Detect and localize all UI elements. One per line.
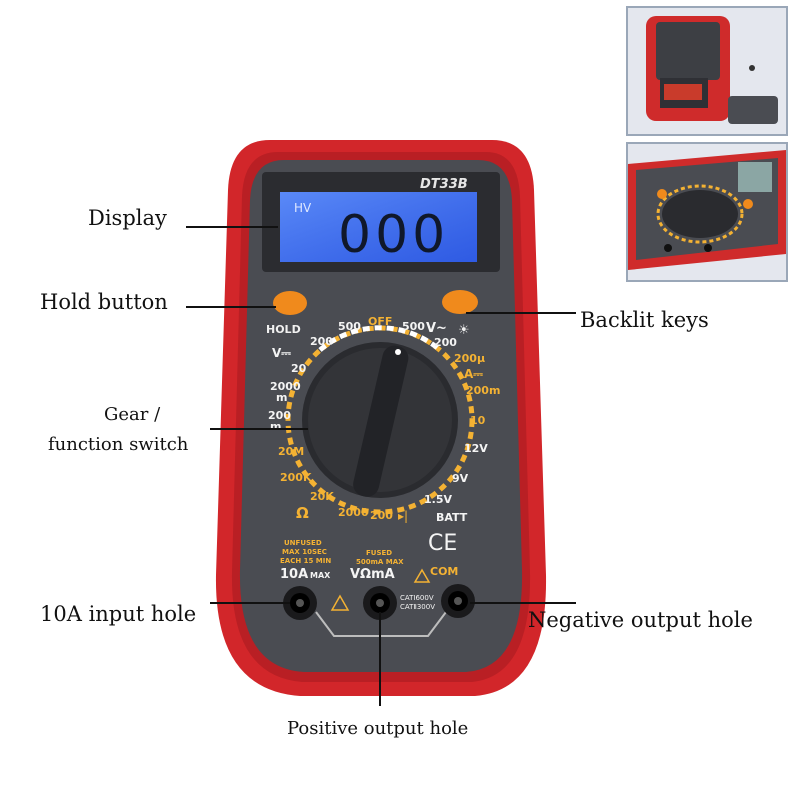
dial-a-200u: 200μ [454,352,485,365]
dial-200m: 200 [268,409,291,422]
jack-10a[interactable] [283,586,317,620]
unfused-line-2: MAX 10SEC [282,548,327,556]
dial-off: OFF [368,315,392,328]
jack-com[interactable] [441,584,475,618]
callout-negative-output: Negative output hole [528,608,753,632]
dial-a-200m: 200m [466,384,500,397]
dial-a-10: 10 [470,414,486,427]
dial-v-dc-500: 500 [338,320,361,333]
fused-line-1: FUSED [366,549,392,557]
cat-line-2: CATⅡ300V [400,603,435,611]
battery-compartment-photo [628,8,786,134]
dial-v-ac-sym: V~ [426,321,447,336]
dial-200-topright: 200 [434,336,457,349]
dial-200: 200 [370,509,393,522]
diode-icon: ▸| [398,509,408,523]
angled-view-photo [628,144,786,280]
dial-2000: 2000 [338,506,369,519]
callout-line-10a [210,602,290,604]
callout-gear-line2: function switch [48,434,189,455]
callout-hold-button: Hold button [40,290,168,314]
ce-mark: CE [428,531,457,556]
jack-vohm-label: VΩmA [350,567,395,582]
dial-1-5v: 1.5V [424,493,452,506]
callout-line-hold [186,306,276,308]
callout-display: Display [88,206,167,230]
dial-20M: 20M [278,445,304,458]
dial-2000m: 2000 [270,380,301,393]
callout-gear-line1: Gear / [104,404,161,425]
dial-ohm-sym: Ω [296,504,309,522]
model-label: DT33B [420,177,468,192]
jack-vohm[interactable] [363,586,397,620]
dial-200K: 200K [280,471,312,484]
dial-batt: BATT [436,511,468,524]
unfused-line-1: UNFUSED [284,539,322,547]
callout-line-backlit [466,312,576,314]
warning-icon-com [413,568,431,583]
dial-200-top: 200 [310,335,333,348]
dial-12v: 12V [464,442,488,455]
callout-10a-input: 10A input hole [40,602,197,626]
lcd-digits: 000 [338,205,449,265]
callout-backlit-keys: Backlit keys [580,308,709,332]
dial-2000m-unit: m [276,391,287,404]
callout-line-gear [210,428,308,430]
unfused-line-3: EACH 15 MIN [280,557,331,565]
callout-line-display [186,226,278,228]
lcd-hv-indicator: HV [294,201,312,215]
dial-pointer [353,345,409,497]
dial-v-ac-500: 500 [402,320,425,333]
warning-icon [330,594,350,611]
fused-line-2: 500mA MAX [356,558,404,566]
dial-200m-unit: m [270,420,281,433]
dial-20: 20 [291,362,307,375]
callout-positive-output: Positive output hole [287,718,469,739]
sun-icon: ☀ [458,323,470,338]
jack-10a-suffix: MAX [310,571,331,580]
dial-a-sym: A⎓ [464,367,483,381]
hold-label: HOLD [266,323,301,336]
backlight-button[interactable] [442,290,478,314]
thumbnail-battery-compartment [626,6,788,136]
jack-com-label: COM [430,565,458,578]
callout-line-negative [470,602,576,604]
callout-line-positive [379,612,381,706]
thumbnail-angled-view [626,142,788,282]
dial-9v: 9V [452,472,469,485]
jack-10a-label: 10A [280,567,308,582]
dial-v-dc-sym: V⎓ [272,346,291,360]
cat-line-1: CATⅠ600V [400,594,434,602]
hold-button[interactable] [273,291,307,315]
dial-20K: 20K [310,490,334,503]
